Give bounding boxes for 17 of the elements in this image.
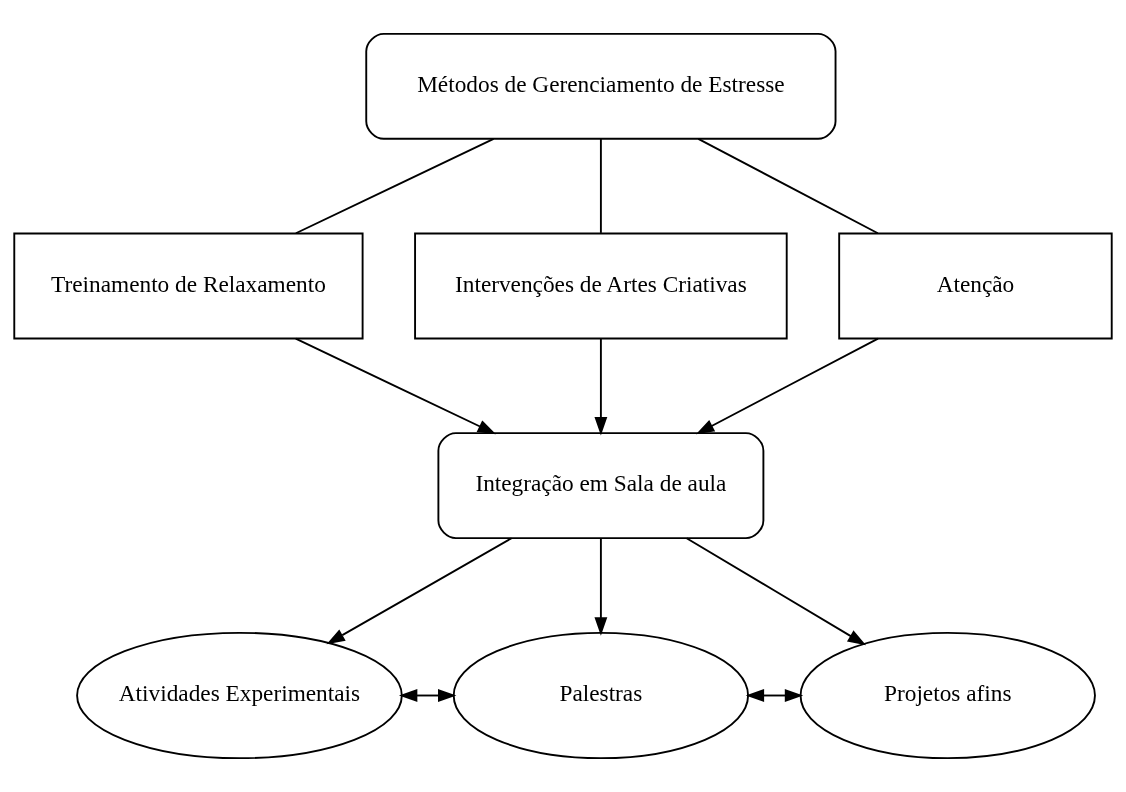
connector xyxy=(294,138,495,235)
node-box: Treinamento de Relaxamento xyxy=(13,232,364,340)
connector xyxy=(697,138,879,235)
arrow xyxy=(594,337,608,436)
node-box: Métodos de Gerenciamento de Estresse xyxy=(365,32,837,140)
arrow xyxy=(695,337,879,435)
node-box: Integração em Sala de aula xyxy=(437,432,765,540)
node-box: Intervenções de Artes Criativas xyxy=(414,232,788,340)
arrow xyxy=(685,537,867,646)
arrow xyxy=(326,537,513,645)
connector xyxy=(599,138,602,234)
arrow xyxy=(398,689,457,702)
arrow xyxy=(294,337,496,435)
node-box: Atenção xyxy=(838,232,1113,340)
arrow xyxy=(594,537,608,636)
arrow xyxy=(745,689,804,702)
node-ellipse: Palestras xyxy=(452,631,750,760)
